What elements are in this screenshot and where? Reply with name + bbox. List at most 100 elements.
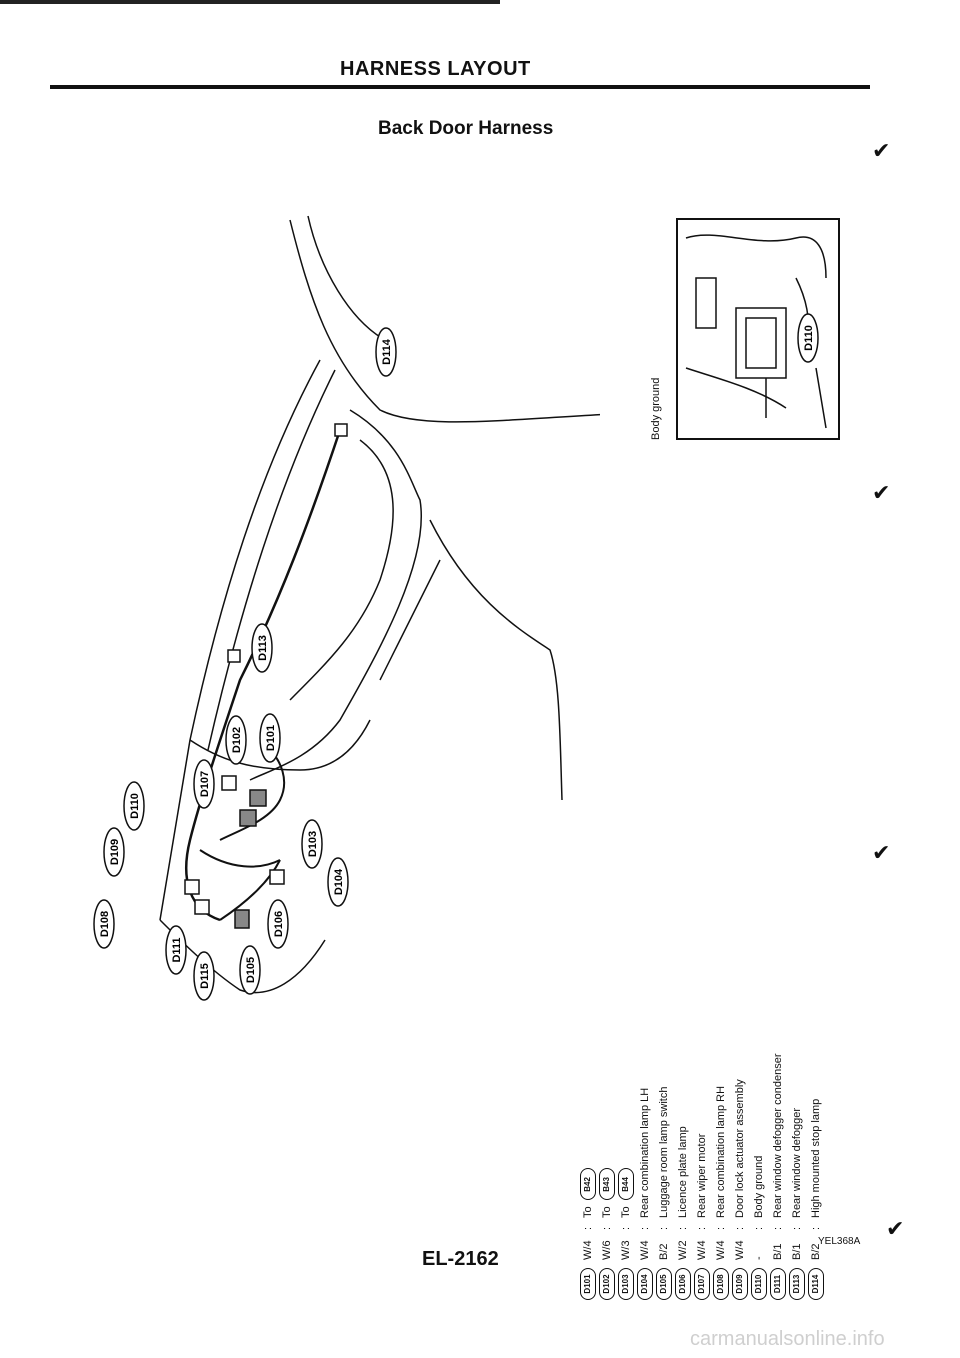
page-number: EL-2162 xyxy=(422,1248,499,1270)
connector-badge: D105 xyxy=(655,1268,672,1300)
legend-row: D104 W/4: Rear combination lamp LH xyxy=(635,1050,654,1300)
connector-badge: D114 xyxy=(807,1268,824,1300)
check-mark-icon: ✔ xyxy=(872,840,891,865)
wire-spec: W/4 xyxy=(733,1240,746,1260)
legend-row: D113 B/1: Rear window defogger xyxy=(787,1050,806,1300)
separator: : xyxy=(733,1226,746,1230)
wire-spec: W/4 xyxy=(695,1240,708,1260)
inset-caption: Body ground xyxy=(650,377,662,440)
separator: : xyxy=(581,1226,594,1230)
legend-row: D110 -: Body ground xyxy=(749,1050,768,1300)
separator: : xyxy=(790,1226,803,1230)
separator: : xyxy=(809,1226,822,1230)
connector-badge: D110 xyxy=(750,1268,767,1300)
separator: : xyxy=(714,1226,727,1230)
svg-text:D113: D113 xyxy=(257,635,269,661)
connector-description: Rear combination lamp RH xyxy=(714,1085,727,1218)
check-mark-icon: ✔ xyxy=(872,480,891,505)
separator: : xyxy=(638,1226,651,1230)
connector-description: Rear wiper motor xyxy=(695,1133,708,1218)
connector-description: Rear window defogger condenser xyxy=(771,1053,784,1219)
separator: : xyxy=(752,1226,765,1230)
connector-badge: D108 xyxy=(712,1268,729,1300)
separator: : xyxy=(771,1226,784,1230)
connector-badge: D113 xyxy=(788,1268,805,1300)
watermark: carmanualsonline.info xyxy=(690,1328,885,1350)
legend-row: D106 W/2: Licence plate lamp xyxy=(673,1050,692,1300)
check-mark-icon: ✔ xyxy=(886,1216,905,1241)
connector-badge: D107 xyxy=(693,1268,710,1300)
door-edge xyxy=(159,359,321,921)
wire-spec: W/6 xyxy=(600,1240,613,1260)
svg-text:D107: D107 xyxy=(199,771,211,797)
connector-badge: D102 xyxy=(598,1268,615,1300)
svg-text:D104: D104 xyxy=(333,868,345,895)
separator: : xyxy=(657,1226,670,1230)
svg-text:D101: D101 xyxy=(265,725,277,751)
separator: : xyxy=(619,1226,632,1230)
legend-row: D103 W/3: To B44 xyxy=(616,1050,635,1300)
title-rule xyxy=(50,85,870,89)
connector-labels: D114 D113 D102 D101 D107 D110 D103 D109 … xyxy=(93,327,397,1001)
connector-description: High mounted stop lamp xyxy=(809,1098,822,1218)
legend-row: D108 W/4: Rear combination lamp RH xyxy=(711,1050,730,1300)
svg-text:D111: D111 xyxy=(171,937,183,962)
separator: : xyxy=(676,1226,689,1230)
wire-spec: W/4 xyxy=(638,1240,651,1260)
connector-description: Door lock actuator assembly xyxy=(733,1079,746,1218)
target-connector-badge: B44 xyxy=(617,1168,634,1201)
wire-spec: B/1 xyxy=(771,1243,784,1260)
target-connector-badge: B42 xyxy=(579,1168,596,1201)
wire-spec: W/4 xyxy=(714,1240,727,1260)
legend-row: D102 W/6: To B43 xyxy=(597,1050,616,1300)
connector-badge: D109 xyxy=(731,1268,748,1300)
connector-description: Rear combination lamp LH xyxy=(638,1087,651,1218)
connector-description: Licence plate lamp xyxy=(676,1126,689,1218)
wire-spec: W/2 xyxy=(676,1240,689,1260)
connector-badge: D103 xyxy=(617,1268,634,1300)
connector-description: Luggage room lamp switch xyxy=(657,1086,670,1218)
diagram-subtitle: Back Door Harness xyxy=(378,118,554,139)
separator: : xyxy=(600,1226,613,1230)
wire-spec: B/2 xyxy=(657,1243,670,1260)
svg-text:D108: D108 xyxy=(99,911,111,937)
window-frame xyxy=(249,409,422,781)
legend-row: D109 W/4: Door lock actuator assembly xyxy=(730,1050,749,1300)
connector-badge: D111 xyxy=(769,1268,786,1300)
connector-badge: D104 xyxy=(636,1268,653,1300)
legend-row: D111 B/1: Rear window defogger condenser xyxy=(768,1050,787,1300)
connector-badge: D106 xyxy=(674,1268,691,1300)
page-title: HARNESS LAYOUT xyxy=(340,58,531,80)
target-connector-badge: B43 xyxy=(598,1168,615,1201)
legend-row: D105 B/2: Luggage room lamp switch xyxy=(654,1050,673,1300)
body-outline xyxy=(289,219,600,423)
connector-badge: D101 xyxy=(579,1268,596,1300)
svg-text:D102: D102 xyxy=(231,727,243,753)
wire-spec: W/3 xyxy=(619,1240,632,1260)
legend-row: D107 W/4: Rear wiper motor xyxy=(692,1050,711,1300)
side-panel xyxy=(429,519,563,801)
top-rule xyxy=(0,0,500,4)
wire-spec: B/1 xyxy=(790,1243,803,1260)
connector-description: To xyxy=(600,1206,613,1218)
connector-description: Body ground xyxy=(752,1155,765,1218)
connector-description: Rear window defogger xyxy=(790,1107,803,1218)
svg-text:D109: D109 xyxy=(109,839,121,865)
svg-text:D114: D114 xyxy=(381,338,393,365)
connector-description: To xyxy=(581,1206,594,1218)
legend-row: D101 W/4: To B42 xyxy=(578,1050,597,1300)
svg-text:D105: D105 xyxy=(245,957,257,983)
wire-spec: W/4 xyxy=(581,1240,594,1260)
back-door-harness-diagram: D114 D113 D102 D101 D107 D110 D103 D109 … xyxy=(93,215,600,1001)
svg-text:D106: D106 xyxy=(273,911,285,937)
svg-text:D110: D110 xyxy=(129,793,141,819)
separator: : xyxy=(695,1226,708,1230)
connector-description: To xyxy=(619,1206,632,1218)
figure-reference: YEL368A xyxy=(818,1236,861,1247)
body-ground-inset: D110 xyxy=(676,218,840,440)
wire-spec: - xyxy=(752,1256,765,1260)
svg-text:D103: D103 xyxy=(307,831,319,857)
inset-connector-label: D110 xyxy=(803,325,815,351)
